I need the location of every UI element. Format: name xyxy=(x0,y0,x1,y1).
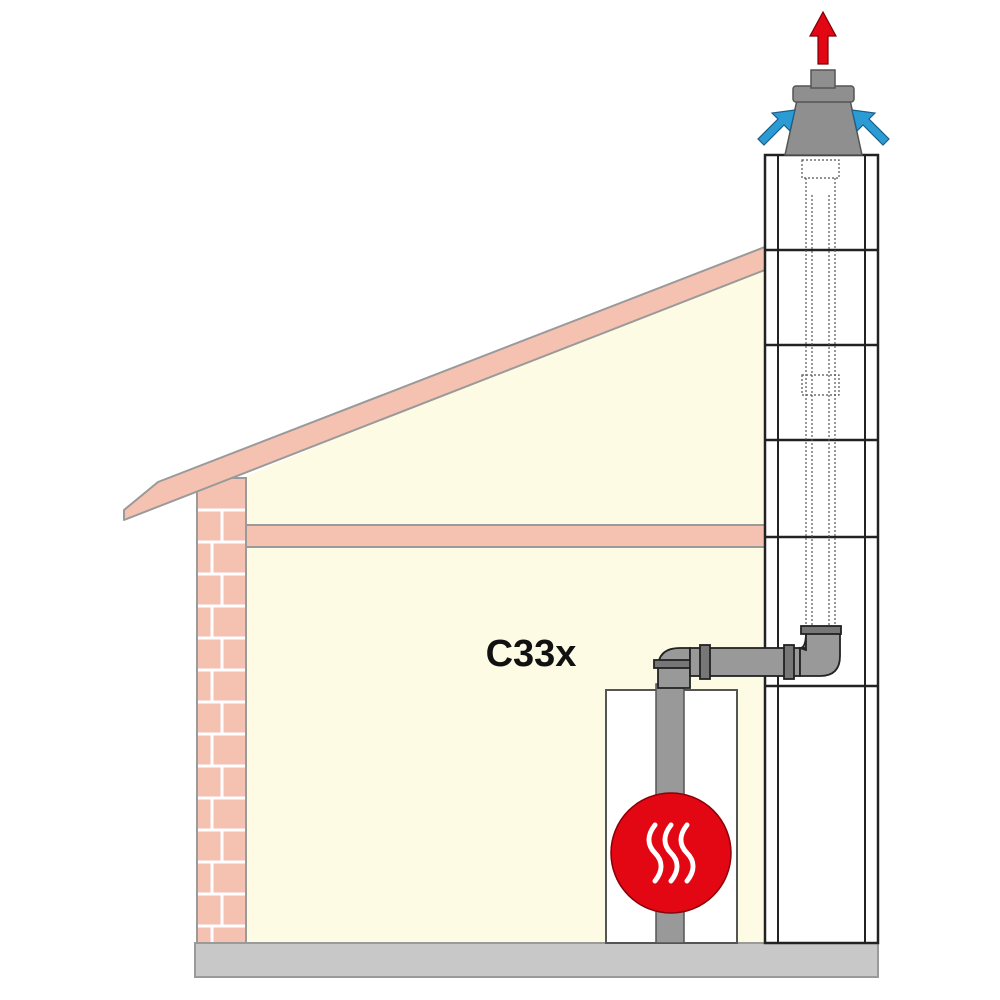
ceiling-beam xyxy=(245,524,766,548)
floor-slab xyxy=(194,942,879,978)
brick-wall xyxy=(196,477,247,944)
exhaust-up-arrow-icon xyxy=(808,10,838,65)
heat-waves-icon xyxy=(646,822,696,884)
system-type-label: C33x xyxy=(486,633,577,675)
connecting-flue-pipe xyxy=(653,625,842,689)
flue-liner xyxy=(801,159,840,630)
chimney-cap xyxy=(784,69,863,156)
air-intake-arrow-icon xyxy=(757,109,890,146)
chimney-shaft xyxy=(763,153,880,945)
